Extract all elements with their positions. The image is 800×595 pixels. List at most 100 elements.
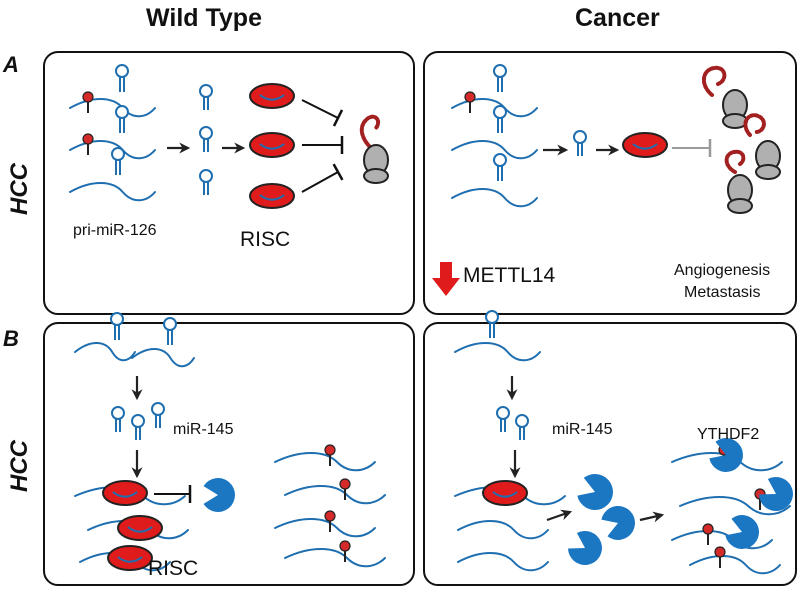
b-wt-risc-1-guide-rna [112, 491, 138, 498]
mettl14-label: METTL14 [463, 264, 556, 287]
b-ca-mature-mirna-2 [515, 414, 529, 440]
b-ca-arrow-binding [639, 511, 665, 523]
b-ca-risc-body [482, 480, 528, 506]
b-wt-m6a-mark-3 [324, 510, 336, 532]
b-wt-m6a-mark-2 [339, 478, 351, 500]
a-ca-ribosome-2-small [755, 164, 781, 180]
b-wt-pri-mirna-2 [131, 348, 195, 368]
b-ca-bound-mrna-4 [689, 555, 781, 575]
b-ca-ythdf2-3 [568, 531, 602, 565]
a-wt-pri-mirna-3-hairpin [111, 147, 125, 175]
b-wt-m6a-mark-1 [324, 444, 336, 466]
column-header-wild-type: Wild Type [146, 4, 262, 32]
a-ca-m6a-mark-1-head [464, 91, 476, 103]
b-ca-mature-mirna-1 [496, 406, 510, 432]
a-wt-pri-mirna-1 [69, 98, 156, 118]
a-wt-risc-1 [249, 83, 295, 109]
a-ca-protein-1 [702, 65, 727, 97]
a-wt-inhibition-3 [301, 163, 344, 193]
b-wt-mature-mirna-1-loop [111, 406, 125, 420]
b-ca-ythdf2-bound-1 [709, 438, 743, 472]
panel-b-wildtype-frame [43, 322, 415, 586]
b-wt-risc-2 [117, 515, 163, 541]
b-wt-m6a-mark-1-head [324, 444, 336, 456]
b-ca-target-mrna-2 [457, 520, 549, 540]
a-ca-risc-guide-rna [632, 143, 658, 150]
b-wt-methylated-mrna-1 [274, 452, 376, 472]
b-wt-mature-mirna-3 [151, 402, 165, 428]
row-label-hcc-b: HCC [6, 440, 33, 492]
b-ca-risc [482, 480, 528, 506]
a-wt-m6a-mark-2 [82, 133, 94, 155]
a-wt-risc-1-guide-rna [259, 94, 285, 101]
b-wt-risc-1-body [102, 480, 148, 506]
b-ca-bound-m6a-4 [714, 546, 726, 568]
panel-a-wildtype-frame [43, 51, 415, 315]
panel-a-cancer-frame [423, 51, 797, 315]
a-wt-mature-mirna-3 [199, 169, 213, 195]
a-wt-nascent-protein [359, 114, 381, 152]
a-wt-m6a-mark-1-head [82, 91, 94, 103]
panel-letter-a: A [3, 52, 19, 77]
a-wt-risc-3-body [249, 183, 295, 209]
b-wt-mature-mirna-2 [131, 414, 145, 440]
b-wt-risc-3-guide-rna [117, 556, 143, 563]
b-wt-m6a-mark-4 [339, 540, 351, 562]
b-wt-pri-mirna-1-hairpin-loop [110, 312, 124, 326]
a-wt-pri-mirna-3 [69, 182, 156, 202]
a-ca-pri-mirna-3-hairpin-loop [493, 153, 507, 167]
a-wt-pri-mirna-2-hairpin-loop [115, 105, 129, 119]
b-wt-inhibition [154, 485, 192, 503]
a-wt-m6a-mark-1 [82, 91, 94, 113]
a-ca-ribosome-2 [755, 140, 781, 180]
b-ca-ythdf2-2 [601, 506, 635, 540]
b-wt-pri-mirna-2-hairpin-loop [163, 317, 177, 331]
a-wt-inhibition-2 [302, 136, 344, 154]
a-wt-risc-3 [249, 183, 295, 209]
a-ca-risc-body [622, 132, 668, 158]
row-label-hcc-a: HCC [6, 163, 33, 215]
a-ca-pri-mirna-3-hairpin [493, 153, 507, 181]
a-wt-pri-mirna-1-hairpin-loop [115, 64, 129, 78]
b-ca-pri-mirna-hairpin [485, 310, 499, 338]
a-wt-mature-mirna-2-loop [199, 126, 213, 140]
b-ca-ythdf2-bound-3 [725, 515, 759, 549]
a-ca-pri-mirna-3 [451, 188, 538, 208]
a-wt-risc-2 [249, 132, 295, 158]
b-wt-m6a-mark-3-head [324, 510, 336, 522]
mir-145-label-wildtype: miR-145 [173, 421, 234, 438]
a-wt-risc-3-guide-rna [259, 194, 285, 201]
panel-b-cancer-frame [423, 322, 797, 586]
a-wt-mature-mirna-2 [199, 126, 213, 152]
ythdf2-label: YTHDF2 [697, 426, 760, 443]
a-wt-inhibition-1-line [301, 99, 339, 119]
a-ca-m6a-mark-1 [464, 91, 476, 113]
b-ca-risc-guide-rna [492, 491, 518, 498]
b-ca-mature-mirna-2-loop [515, 414, 529, 428]
a-wt-ribosome [363, 144, 389, 184]
a-wt-ribosome-small [363, 168, 389, 184]
b-wt-risc-2-body [117, 515, 163, 541]
a-ca-pri-mirna-1-hairpin-loop [493, 64, 507, 78]
b-wt-risc-3-body [107, 545, 153, 571]
a-ca-pri-mirna-2-hairpin [493, 105, 507, 133]
metastasis-label: Metastasis [684, 284, 761, 301]
a-wt-mature-mirna-1 [199, 84, 213, 110]
b-ca-arrow-accumulation [546, 509, 573, 522]
a-wt-risc-2-body [249, 132, 295, 158]
mir-145-label-cancer: miR-145 [552, 421, 613, 438]
a-wt-inhibition-3-bar [332, 163, 344, 181]
a-wt-inhibition-1 [301, 99, 344, 127]
b-wt-mature-mirna-2-loop [131, 414, 145, 428]
b-wt-methylated-mrna-3 [274, 518, 376, 538]
a-wt-mature-mirna-1-loop [199, 84, 213, 98]
b-ca-bound-m6a-3 [702, 523, 714, 545]
b-ca-target-mrna-3 [457, 552, 549, 572]
a-ca-mature-mirna-loop [573, 130, 587, 144]
a-wt-pri-mirna-2-hairpin [115, 105, 129, 133]
risc-label-b: RISC [148, 557, 199, 580]
risc-label-a: RISC [240, 228, 291, 251]
a-ca-ribosome-3 [727, 174, 753, 214]
b-ca-ythdf2-1 [577, 474, 613, 510]
